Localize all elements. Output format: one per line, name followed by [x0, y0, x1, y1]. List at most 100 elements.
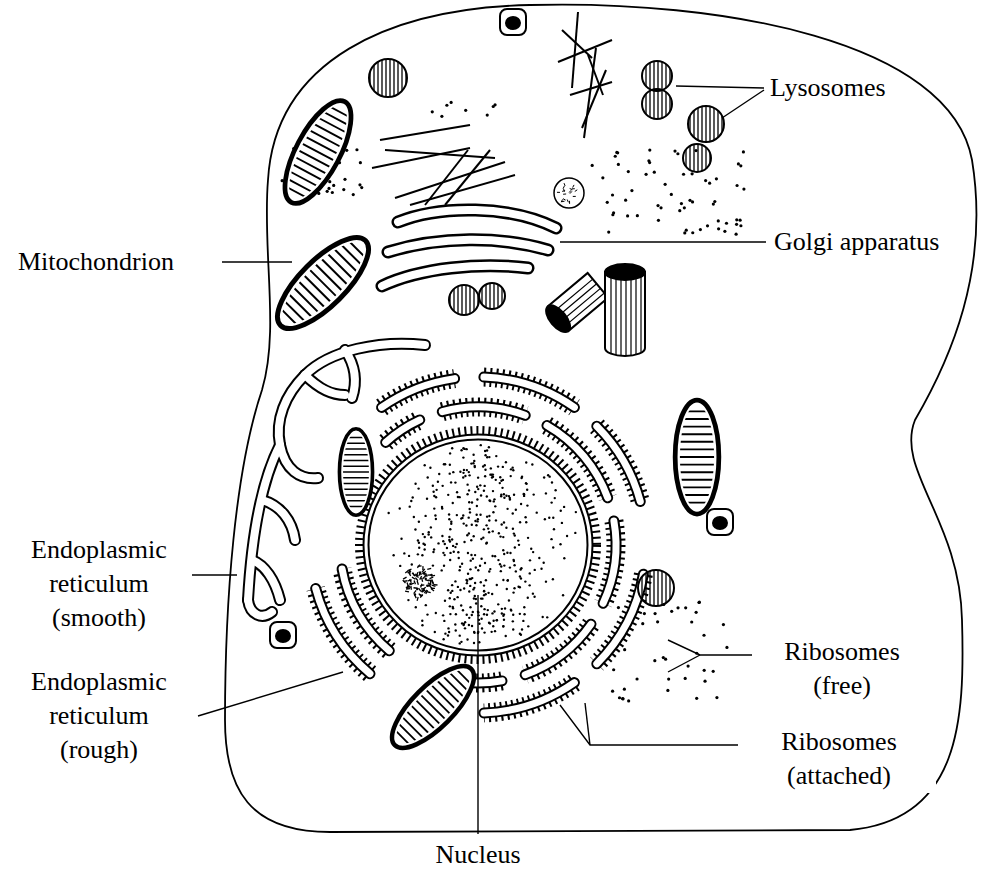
chromatin-dot	[495, 479, 497, 481]
chromatin-dot	[447, 627, 449, 629]
chromatin-dot	[552, 516, 554, 518]
chromatin-dot	[484, 469, 486, 471]
ribosome-dot	[355, 148, 358, 151]
chromatin-dot	[462, 609, 464, 611]
chromatin-dot	[512, 620, 514, 622]
ribosome-dot	[657, 219, 660, 222]
leader-line	[198, 672, 343, 716]
chromatin-dot	[532, 493, 534, 495]
chromatin-dot	[554, 489, 556, 491]
chromatin-dot	[432, 491, 434, 493]
nucleolus	[422, 578, 423, 582]
chromatin-dot	[506, 579, 508, 581]
chromatin-dot	[491, 612, 493, 614]
organelle-label: Golgi apparatus	[772, 225, 941, 259]
chromatin-dot	[456, 491, 458, 493]
chromatin-dot	[418, 521, 420, 523]
chromatin-dot	[462, 456, 464, 458]
leader-lines	[192, 86, 766, 834]
ribosome-dot	[703, 680, 706, 683]
ribosome-dot	[635, 677, 638, 680]
chromatin-dot	[527, 537, 529, 539]
organelle-label: Ribosomes (free)	[758, 635, 926, 703]
golgi-cisterna	[382, 266, 528, 286]
organelle-label: Mitochondrion	[16, 245, 176, 279]
chromatin-dot	[484, 450, 486, 452]
mitochondrion	[675, 400, 719, 514]
chromatin-dot	[432, 485, 434, 487]
lysosome	[638, 570, 674, 606]
chromatin-dot	[508, 495, 510, 497]
nucleolus	[427, 568, 431, 569]
chromatin-dot	[450, 592, 452, 594]
chromatin-dot	[468, 489, 470, 491]
chromatin-dot	[417, 539, 419, 541]
chromatin-dot	[477, 488, 479, 490]
chromatin-dot	[464, 627, 466, 629]
chromatin-dot	[472, 557, 474, 559]
chromatin-dot	[483, 608, 485, 610]
ribosome-dot	[712, 670, 715, 673]
chromatin-dot	[435, 489, 437, 491]
ribosome-dot	[684, 606, 687, 609]
chromatin-dot	[441, 535, 443, 537]
chromatin-dot	[503, 493, 505, 495]
chromatin-dot	[449, 452, 451, 454]
ribosome-dot	[656, 204, 659, 207]
chromatin-dot	[473, 631, 475, 633]
chromatin-dot	[519, 521, 521, 523]
ribosome-dot	[450, 101, 453, 104]
ribosome-dot	[607, 230, 610, 233]
chromatin-dot	[438, 473, 440, 475]
chromatin-dot	[487, 609, 489, 611]
ribosome-dot	[621, 697, 624, 700]
chromatin-dot	[470, 559, 472, 561]
chromatin-dot	[451, 584, 453, 586]
chromatin-dot	[524, 516, 526, 518]
rough-er-tube-lumen	[597, 574, 644, 664]
chromatin-dot	[487, 592, 489, 594]
ribosome-dot	[723, 230, 726, 233]
free-ribosomes	[281, 101, 746, 703]
chromatin-dot	[523, 613, 525, 615]
chromatin-dot	[480, 558, 482, 560]
ribosome-dot	[618, 696, 621, 699]
chromatin-dot	[575, 511, 577, 513]
chromatin-dot	[461, 517, 463, 519]
chromatin-dot	[483, 590, 485, 592]
chromatin-dot	[474, 582, 476, 584]
chromatin-dot	[499, 476, 501, 478]
chromatin-dot	[483, 490, 485, 492]
chromatin-dot	[492, 476, 494, 478]
chromatin-dot	[532, 551, 534, 553]
ribosome-dot	[715, 177, 718, 180]
chromatin-dot	[456, 596, 458, 598]
microfilament	[570, 82, 612, 95]
chromatin-dot	[503, 564, 505, 566]
chromatin-dot	[503, 553, 505, 555]
nucleolus	[413, 573, 415, 576]
ribosome-dot	[722, 623, 725, 626]
ribosome-dot	[643, 612, 646, 615]
chromatin-dot	[448, 631, 450, 633]
chromatin-dot	[483, 584, 485, 586]
chromatin-dot	[453, 551, 455, 553]
chromatin-dot	[485, 524, 487, 526]
leader-line	[192, 574, 237, 575]
vesicle-content	[572, 188, 575, 189]
chromatin-dot	[480, 605, 482, 607]
nucleolus	[410, 579, 412, 583]
chromatin-dot	[448, 539, 450, 541]
chromatin-dot	[474, 491, 476, 493]
chromatin-dot	[482, 465, 484, 467]
chromatin-dot	[484, 454, 486, 456]
chromatin-dot	[421, 554, 423, 556]
ribosome-dot	[670, 193, 673, 196]
organelle-label: Nucleus	[398, 838, 558, 872]
nucleolus	[419, 572, 420, 576]
rough-er-tube	[603, 521, 616, 603]
rough-er-tube-lumen	[603, 521, 616, 603]
chromatin-dot	[467, 552, 469, 554]
chromatin-dot	[414, 528, 416, 530]
vesicle-content	[563, 189, 565, 192]
